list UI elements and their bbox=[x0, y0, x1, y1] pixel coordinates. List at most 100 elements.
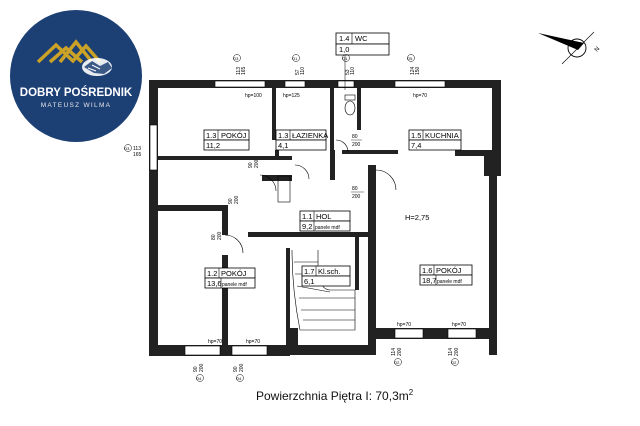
doors bbox=[224, 139, 397, 254]
svg-text:200: 200 bbox=[397, 347, 403, 356]
svg-text:113: 113 bbox=[133, 146, 141, 152]
compass: N bbox=[538, 31, 601, 65]
svg-text:Kl.sch.: Kl.sch. bbox=[318, 267, 341, 276]
svg-text:POKÓJ: POKÓJ bbox=[436, 266, 462, 275]
svg-text:1.2: 1.2 bbox=[207, 269, 217, 278]
svg-text:O4: O4 bbox=[196, 376, 202, 381]
room-label-stairs: 1.7 Kl.sch. 6,1 bbox=[301, 265, 351, 287]
svg-text:O2: O2 bbox=[394, 360, 400, 365]
window-2 bbox=[284, 80, 306, 88]
door-kitchen bbox=[375, 169, 397, 191]
compass-label: N bbox=[594, 46, 601, 53]
svg-text:panele mdf: panele mdf bbox=[222, 282, 247, 288]
window-8 bbox=[394, 328, 424, 339]
svg-text:1.3: 1.3 bbox=[206, 131, 216, 140]
svg-text:panele mdf: panele mdf bbox=[437, 279, 462, 285]
svg-text:9,2: 9,2 bbox=[302, 222, 312, 231]
window-5 bbox=[149, 124, 158, 171]
svg-text:panele mdf: panele mdf bbox=[315, 225, 340, 231]
room-label-pokoj-16: 1.6 POKÓJ 18,7 panele mdf bbox=[419, 264, 473, 286]
svg-text:53: 53 bbox=[345, 69, 351, 75]
svg-text:200: 200 bbox=[239, 363, 245, 372]
svg-text:18,7: 18,7 bbox=[422, 276, 437, 285]
window-code-texts: O3 O1 O1 O5 O3 O4 O4 O2 O2 bbox=[124, 56, 457, 381]
door-room-12 bbox=[224, 234, 244, 254]
north-arrow-icon bbox=[538, 33, 584, 50]
svg-text:1.7: 1.7 bbox=[304, 267, 314, 276]
svg-text:1.3: 1.3 bbox=[278, 131, 288, 140]
handshake-icon bbox=[82, 58, 112, 76]
window-6 bbox=[184, 345, 221, 356]
svg-text:11,2: 11,2 bbox=[206, 141, 220, 150]
svg-text:150: 150 bbox=[415, 66, 421, 75]
door-room-13 bbox=[259, 174, 277, 192]
room-label-pokoj-13: 1.3 POKÓJ 11,2 bbox=[203, 129, 250, 151]
svg-text:165: 165 bbox=[133, 152, 142, 158]
svg-text:200: 200 bbox=[352, 194, 361, 200]
window-1 bbox=[214, 80, 266, 88]
svg-text:O3: O3 bbox=[124, 146, 130, 151]
room-label-pokoj-12: 1.2 POKÓJ 13,6 panele mdf bbox=[204, 267, 256, 289]
svg-text:200: 200 bbox=[454, 347, 460, 356]
svg-text:O4: O4 bbox=[236, 376, 242, 381]
logo-circle bbox=[10, 10, 142, 142]
room-labels: 1.4 WC 1,0 1.3 POKÓJ 11,2 1.3 ŁAZIENKA 4… bbox=[203, 32, 473, 289]
logo: DOBRY POŚREDNIK MATEUSZ WILMA bbox=[10, 10, 142, 142]
room-label-lazienka: 1.3 ŁAZIENKA 4,1 bbox=[275, 129, 328, 151]
house-roof-icon bbox=[36, 39, 102, 64]
shaft bbox=[277, 175, 291, 203]
sill-labels: hp=100 hp=125 hp=70 hp=70 hp=70 hp=70 hp… bbox=[208, 93, 466, 345]
svg-text:80: 80 bbox=[352, 134, 358, 140]
window-7 bbox=[231, 345, 268, 356]
svg-text:110: 110 bbox=[300, 67, 306, 75]
toilet-icon bbox=[344, 100, 356, 116]
window-4 bbox=[394, 80, 446, 88]
svg-text:114: 114 bbox=[448, 348, 454, 356]
svg-text:O1: O1 bbox=[342, 56, 348, 61]
window-3 bbox=[337, 80, 355, 88]
door-dimensions: 80 200 90 200 90 200 80 200 80 200 bbox=[211, 134, 364, 240]
room-label-wc: 1.4 WC 1,0 bbox=[335, 32, 390, 90]
svg-text:200: 200 bbox=[217, 231, 223, 240]
svg-text:6,1: 6,1 bbox=[304, 277, 314, 286]
svg-text:1,0: 1,0 bbox=[339, 45, 349, 54]
svg-text:POKÓJ: POKÓJ bbox=[221, 269, 247, 278]
svg-text:90: 90 bbox=[248, 162, 254, 168]
svg-text:200: 200 bbox=[352, 142, 361, 148]
svg-text:90: 90 bbox=[233, 366, 239, 372]
svg-text:113: 113 bbox=[236, 67, 242, 75]
svg-text:200: 200 bbox=[254, 159, 260, 168]
svg-text:hp=125: hp=125 bbox=[283, 93, 300, 99]
staircase bbox=[291, 249, 356, 331]
room-label-hol: 1.1 HOL 9,2 panele mdf bbox=[299, 210, 351, 232]
window-dim-texts: 113 165 57 110 53 110 124 150 113 165 90… bbox=[133, 66, 460, 372]
total-area: Powierzchnia Piętra I: 70,3m2 bbox=[256, 388, 414, 403]
svg-text:hp=70: hp=70 bbox=[208, 339, 222, 345]
svg-text:4,1: 4,1 bbox=[278, 141, 288, 150]
svg-text:7,4: 7,4 bbox=[411, 141, 421, 150]
svg-text:hp=70: hp=70 bbox=[397, 322, 411, 328]
svg-text:80: 80 bbox=[211, 234, 217, 240]
svg-text:13,6: 13,6 bbox=[207, 279, 222, 288]
logo-subtitle: MATEUSZ WILMA bbox=[41, 102, 112, 109]
svg-text:165: 165 bbox=[241, 66, 247, 75]
door-wc bbox=[335, 139, 349, 153]
svg-text:hp=70: hp=70 bbox=[452, 322, 466, 328]
svg-text:1.1: 1.1 bbox=[302, 212, 312, 221]
svg-text:POKÓJ: POKÓJ bbox=[221, 131, 247, 140]
svg-text:114: 114 bbox=[391, 348, 397, 356]
svg-text:200: 200 bbox=[199, 363, 205, 372]
svg-text:1.5: 1.5 bbox=[411, 131, 421, 140]
svg-text:200: 200 bbox=[234, 195, 240, 204]
room-label-kuchnia: 1.5 KUCHNIA 7,4 bbox=[408, 129, 462, 151]
window-markers bbox=[124, 54, 459, 382]
svg-text:57: 57 bbox=[295, 69, 301, 75]
svg-text:110: 110 bbox=[350, 67, 356, 75]
compass-ring bbox=[567, 38, 587, 58]
svg-text:hp=100: hp=100 bbox=[245, 93, 262, 99]
svg-text:HOL: HOL bbox=[316, 212, 331, 221]
svg-text:O2: O2 bbox=[451, 360, 457, 365]
ceiling-height: H=2,75 bbox=[405, 213, 429, 222]
logo-name: DOBRY POŚREDNIK bbox=[20, 86, 133, 99]
